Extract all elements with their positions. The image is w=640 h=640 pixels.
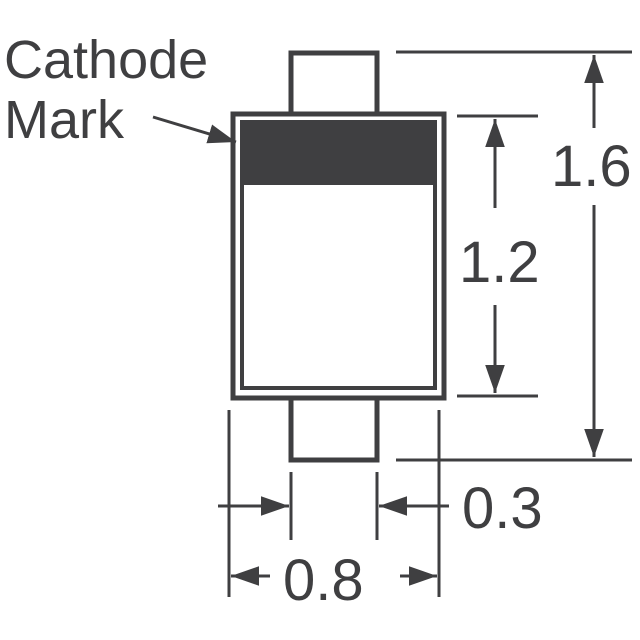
top-lead (288, 50, 380, 120)
cathode-label-line1: Cathode (4, 30, 208, 90)
dim-body-length: 1.2 (459, 230, 540, 295)
cathode-band (240, 121, 437, 185)
dim-total-length: 1.6 (551, 134, 632, 199)
dim-lead-width: 0.3 (462, 476, 543, 541)
dim-total-width: 0.8 (283, 548, 364, 613)
cathode-label-line2: Mark (4, 90, 125, 150)
cathode-leader-arrow (152, 115, 237, 144)
bottom-lead (288, 393, 380, 463)
